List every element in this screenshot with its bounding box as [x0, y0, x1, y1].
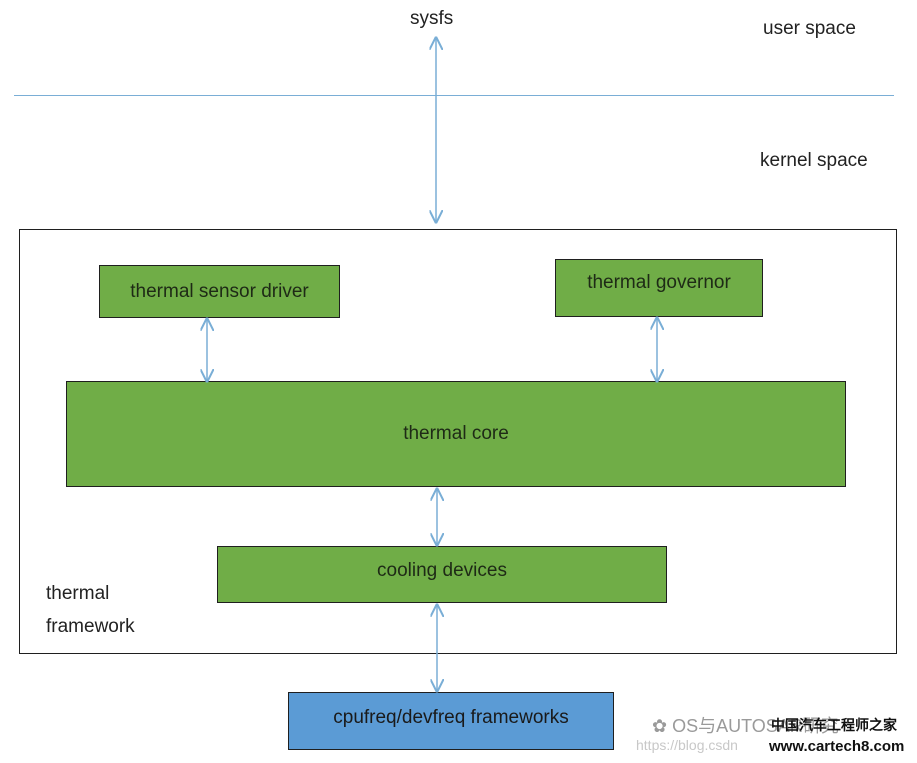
wechat-watermark: ✿ OS与AUTOSAR研究 [652, 712, 839, 738]
wechat-icon: ✿ [652, 716, 668, 736]
csdn-url-watermark: https://blog.csdn [636, 737, 738, 753]
thermal-sensor-driver-box: thermal sensor driver [99, 265, 340, 318]
cooling-devices-box: cooling devices [217, 546, 667, 603]
thermal-framework-label-line2: framework [46, 616, 135, 637]
thermal-framework-frame [19, 229, 897, 654]
cpufreq-devfreq-label: cpufreq/devfreq frameworks [333, 707, 569, 728]
thermal-governor-label: thermal governor [587, 272, 731, 293]
sysfs-label: sysfs [410, 8, 454, 29]
site-cn-watermark: 中国汽车工程师之家 [771, 718, 897, 734]
thermal-framework-label-line1: thermal [46, 583, 110, 604]
thermal-governor-box: thermal governor [555, 259, 763, 317]
thermal-sensor-driver-label: thermal sensor driver [130, 280, 309, 302]
user-space-label: user space [763, 18, 856, 39]
wechat-watermark-text: OS与AUTOSAR研究 [672, 716, 839, 736]
kernel-space-label: kernel space [760, 150, 868, 171]
site-url-watermark: www.cartech8.com [769, 738, 905, 755]
thermal-core-label: thermal core [403, 423, 509, 444]
cpufreq-devfreq-box: cpufreq/devfreq frameworks [288, 692, 614, 750]
space-divider-line [14, 95, 894, 96]
cooling-devices-label: cooling devices [377, 560, 507, 581]
thermal-core-box: thermal core [66, 381, 846, 487]
